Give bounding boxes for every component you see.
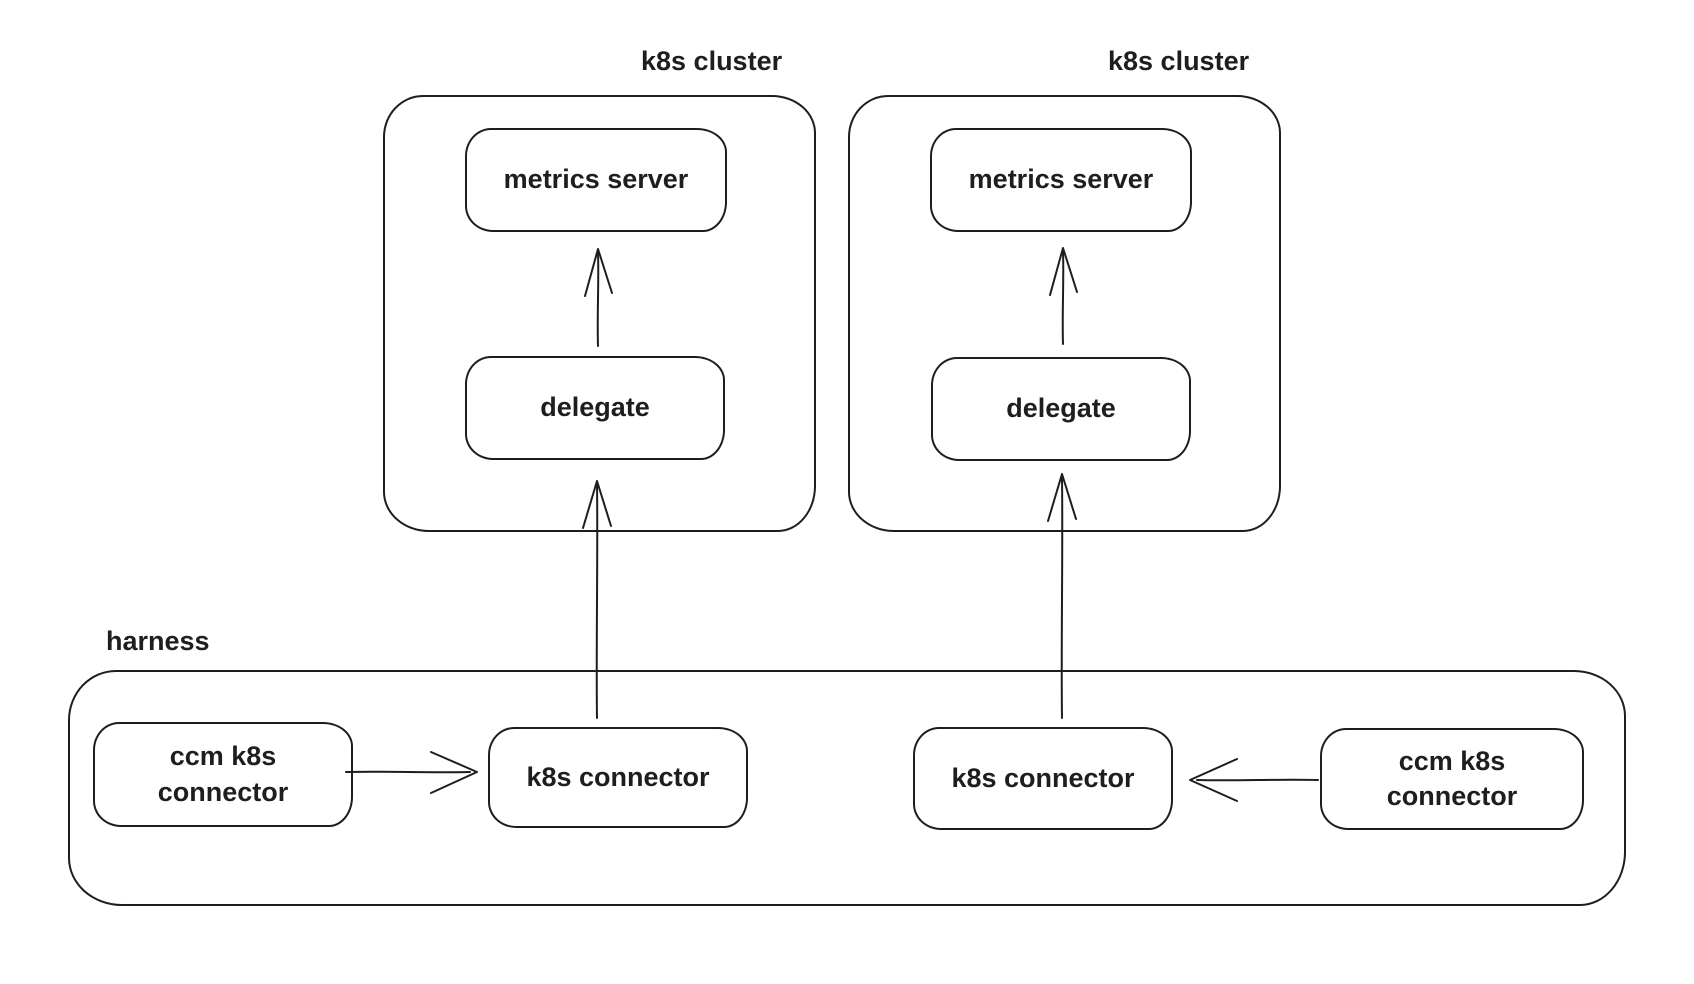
arrow-ccm-to-k8s-connector-right	[1189, 758, 1319, 802]
ccm-k8s-connector-left-node: ccm k8s connector	[93, 722, 353, 827]
cluster-left-label: k8s cluster	[641, 46, 783, 76]
harness-box	[68, 670, 1626, 906]
metrics-server-left-node: metrics server	[465, 128, 727, 232]
cluster-right-box	[848, 95, 1281, 532]
cluster-left-box	[383, 95, 816, 532]
metrics-server-right-node: metrics server	[930, 128, 1192, 232]
arrow-delegate-to-metrics-right	[1049, 247, 1078, 345]
delegate-right-node: delegate	[931, 357, 1191, 461]
harness-label: harness	[106, 626, 210, 656]
k8s-connector-left-node: k8s connector	[488, 727, 748, 828]
arrow-k8s-connector-to-delegate-left	[582, 480, 612, 719]
arrow-delegate-to-metrics-left	[584, 248, 613, 347]
ccm-k8s-connector-right-node: ccm k8s connector	[1320, 728, 1584, 830]
delegate-left-node: delegate	[465, 356, 725, 460]
arrow-ccm-to-k8s-connector-left	[345, 751, 478, 794]
k8s-connector-right-node: k8s connector	[913, 727, 1173, 830]
cluster-right-label: k8s cluster	[1108, 46, 1250, 76]
arrow-k8s-connector-to-delegate-right	[1047, 473, 1077, 719]
